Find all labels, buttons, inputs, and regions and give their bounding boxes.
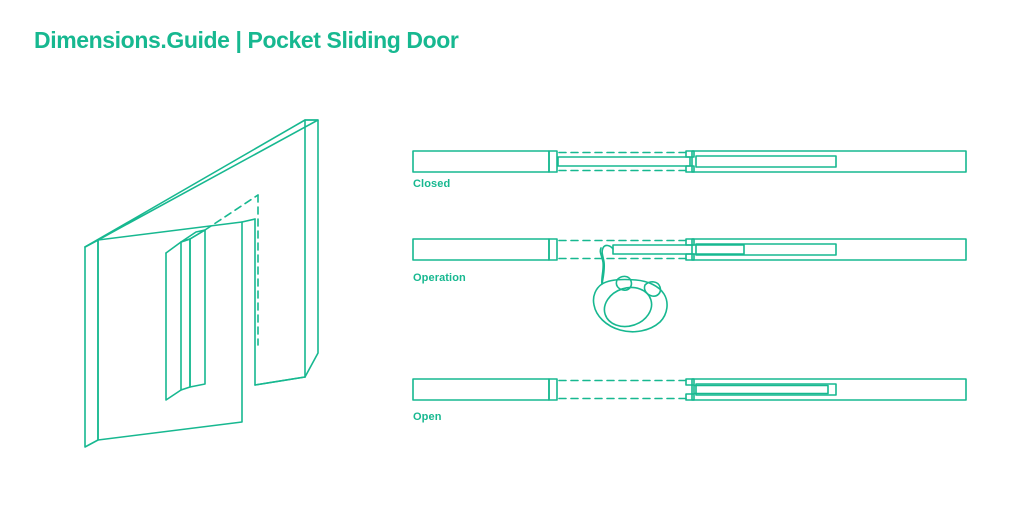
wall-right-face-thickness	[304, 119, 319, 378]
operation-wall-right	[691, 238, 967, 261]
open-pocket-mouth-top	[685, 378, 695, 386]
plan-view-open	[412, 378, 967, 401]
plan-view-closed	[412, 150, 967, 173]
operation-door-panel	[612, 244, 745, 255]
person-torso	[592, 278, 668, 333]
opening-jamb-reveal	[165, 241, 182, 254]
person-head	[603, 286, 653, 328]
person-forearm-inner	[599, 247, 605, 285]
wall-opening-top-connector	[241, 218, 256, 223]
person-far-shoulder	[643, 281, 662, 297]
closed-door-panel	[557, 156, 691, 167]
operation-pocket-mouth-top	[685, 238, 695, 246]
open-pocket-void	[695, 383, 837, 396]
person-arm	[601, 244, 614, 285]
door-panel-edge-face	[180, 238, 191, 391]
wall-top-edge	[84, 119, 319, 248]
closed-wall-left	[412, 150, 550, 173]
open-wall-left	[412, 378, 550, 401]
door-panel-top-face	[180, 229, 206, 243]
open-jamb-post	[548, 378, 558, 401]
closed-pocket-void	[695, 155, 837, 168]
plan-view-operation	[412, 238, 967, 333]
open-wall-right	[691, 378, 967, 401]
closed-pocket-mouth-bottom	[685, 165, 695, 173]
person-top-view	[592, 244, 668, 333]
plan-label-closed: Closed	[413, 178, 451, 190]
person-near-shoulder	[615, 275, 633, 291]
wall-right-face-bottom	[254, 376, 306, 386]
open-door-panel	[693, 384, 829, 395]
operation-pocket-void	[695, 243, 837, 256]
plan-label-open: Open	[413, 411, 442, 423]
wall-left-face	[97, 221, 243, 441]
pocket-cavity-top-hidden-line	[204, 194, 259, 231]
operation-jamb-post	[548, 238, 558, 261]
door-panel-front-face	[189, 229, 206, 388]
wall-right-face-left-edge	[254, 119, 306, 386]
isometric-view	[84, 119, 319, 448]
open-pocket-mouth-bottom	[685, 393, 695, 401]
operation-pocket-mouth-bottom	[685, 253, 695, 261]
opening-left-jamb	[165, 252, 182, 401]
closed-jamb-post	[548, 150, 558, 173]
page-title: Dimensions.Guide | Pocket Sliding Door	[34, 27, 459, 53]
closed-wall-right	[691, 150, 967, 173]
operation-wall-left	[412, 238, 550, 261]
plan-label-operation: Operation	[413, 272, 466, 284]
wall-left-return-face	[84, 239, 99, 448]
closed-pocket-mouth-top	[685, 150, 695, 158]
